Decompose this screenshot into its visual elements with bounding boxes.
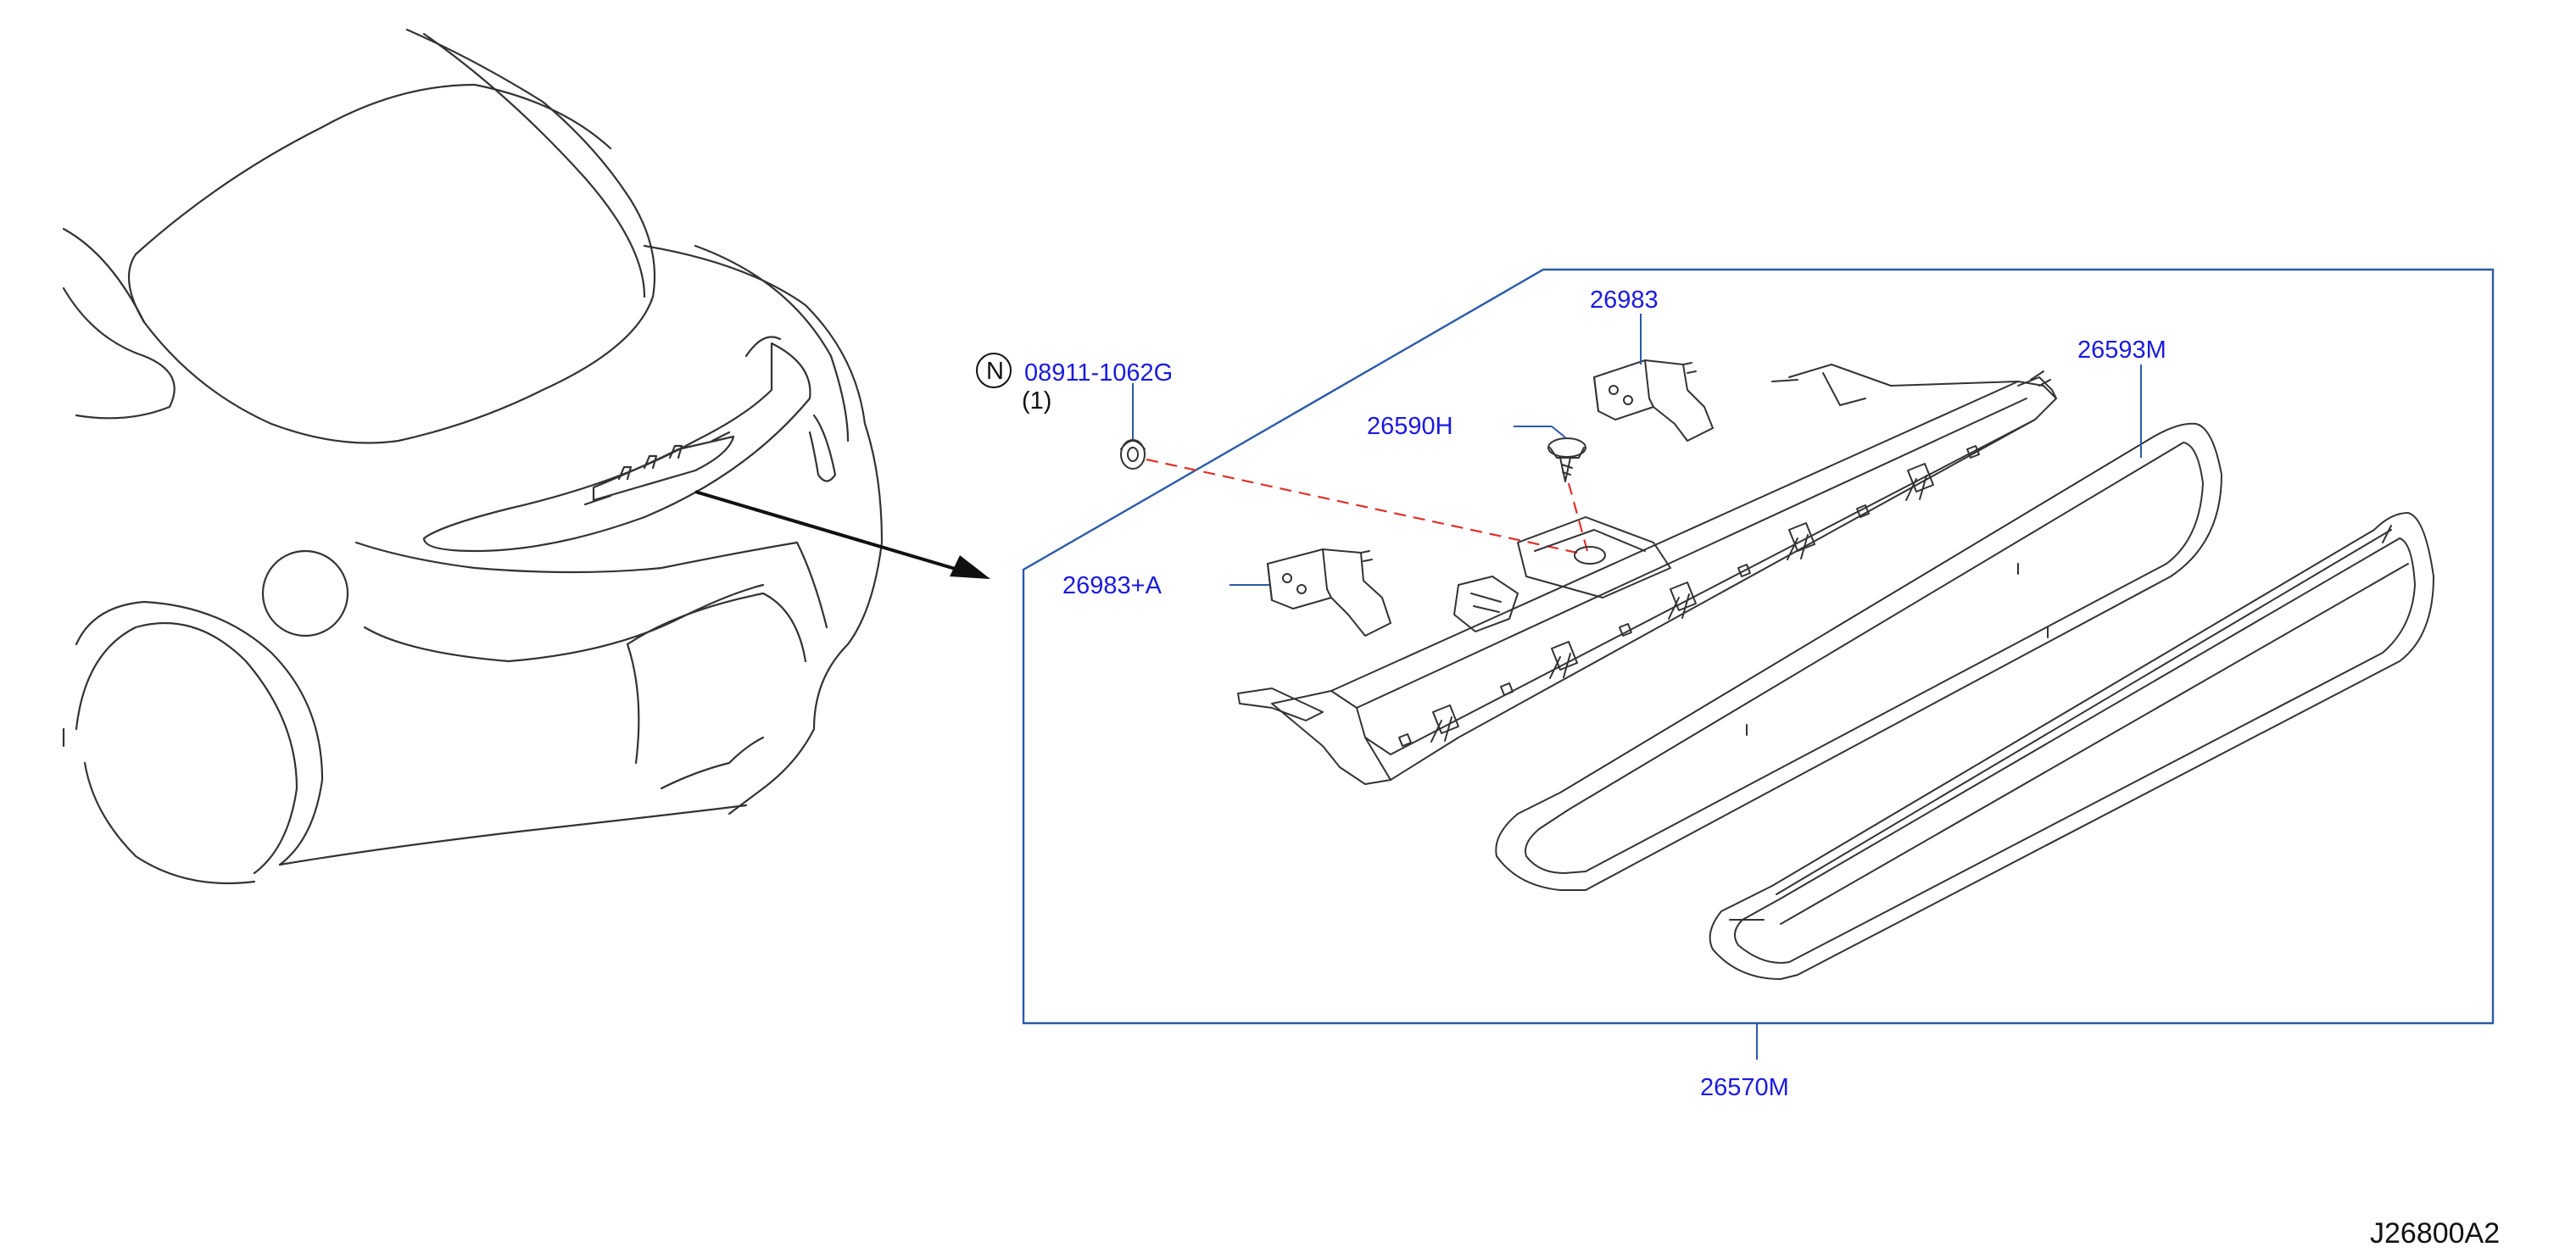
- diagram-reference-code: J26800A2: [2370, 1217, 2500, 1250]
- nut-part-number: 08911-1062G: [1024, 359, 1173, 387]
- screw-guide-dashed-line: [1567, 482, 1589, 552]
- n-symbol-circle: [976, 353, 1012, 388]
- bracket-left-part-number: 26983+A: [1062, 572, 1163, 599]
- nut-part: [1120, 439, 1146, 470]
- screw-leader-line-2: [1551, 426, 1566, 438]
- screw-part-number: 26590H: [1367, 413, 1453, 440]
- n-symbol: N: [986, 358, 1004, 385]
- lens-part: [1709, 512, 2434, 980]
- pointer-arrow: [694, 490, 990, 579]
- gasket-part: [1495, 422, 2222, 891]
- bracket-left-part: [1267, 548, 1391, 637]
- lamp-housing-part: [1237, 364, 2057, 785]
- clip-features: [1398, 445, 1980, 747]
- vehicle-rear-outline: [62, 28, 884, 885]
- nut-quantity: (1): [1022, 387, 1051, 415]
- screw-part: [1547, 437, 1586, 482]
- assembly-frame: [1022, 268, 2495, 1025]
- bracket-right-part: [1593, 359, 1714, 442]
- nut-guide-dashed-line: [1146, 458, 1578, 554]
- gasket-part-number: 26593M: [2077, 337, 2166, 364]
- assembly-part-number: 26570M: [1700, 1074, 1789, 1101]
- bracket-right-part-number: 26983: [1590, 287, 1659, 314]
